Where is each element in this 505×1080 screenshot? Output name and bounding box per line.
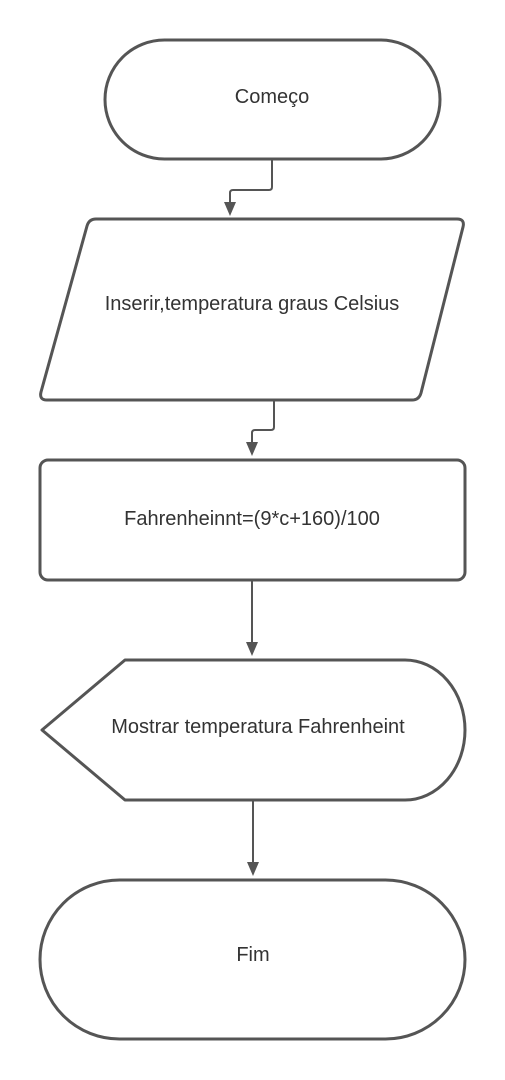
connector-start-to-input [224,160,273,216]
input-label: Inserir,temperatura graus Celsius [105,293,400,315]
process-rectangle[interactable]: Fahrenheinnt=(9*c+160)/100 [38,458,467,582]
connector-process-to-display [246,581,258,656]
start-terminator[interactable]: Começo [103,38,442,161]
connector-display-to-end [247,801,259,876]
input-parallelogram[interactable]: Inserir,temperatura graus Celsius [39,217,465,402]
display-label: Mostrar temperatura Fahrenheint [111,716,405,738]
display-shape-outline [40,658,467,802]
start-label: Começo [235,86,309,108]
display-shape[interactable]: Mostrar temperatura Fahrenheint [40,658,467,802]
input-parallelogram-shape [39,217,465,402]
connectors [224,160,275,876]
end-terminator[interactable]: Fim [38,878,467,1041]
process-rectangle-shape [38,458,467,582]
start-terminator-shape [103,38,442,161]
connector-input-to-process [246,401,275,456]
end-terminator-shape [38,878,467,1041]
end-label: Fim [236,944,269,966]
process-label: Fahrenheinnt=(9*c+160)/100 [124,508,380,530]
